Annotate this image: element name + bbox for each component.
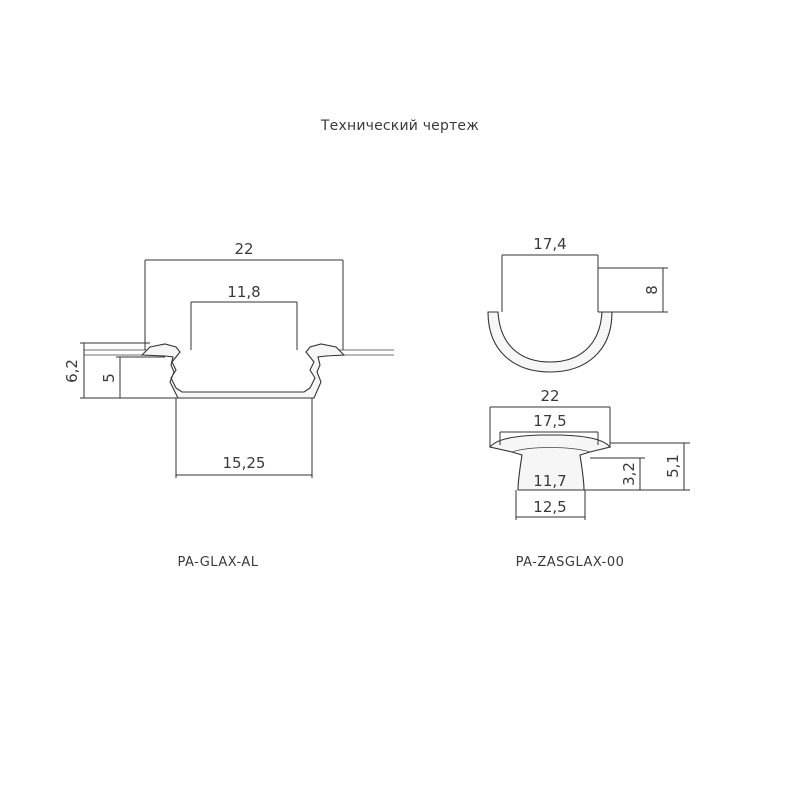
mounting-surface bbox=[84, 349, 394, 356]
caption-right: PA-ZASGLAX-00 bbox=[516, 555, 625, 570]
caption-left: PA-GLAX-AL bbox=[177, 555, 258, 570]
dim-top-width: 22 bbox=[234, 240, 253, 258]
dim-height-total: 6,2 bbox=[63, 359, 81, 383]
profile-cross-section bbox=[140, 343, 346, 399]
dim-cap-plug-width-top: 11,7 bbox=[533, 472, 566, 490]
diffuser-shape bbox=[487, 311, 613, 373]
dim-cap-plug-width-bottom: 12,5 bbox=[533, 498, 566, 516]
diffuser-cross-section: 17,4 8 bbox=[487, 235, 668, 373]
dim-cap-height-total: 5,1 bbox=[664, 454, 682, 478]
page-title: Технический чертеж bbox=[320, 118, 480, 134]
end-cap-shape bbox=[488, 434, 611, 491]
end-cap-cross-section: 22 17,5 11,7 12,5 5,1 3,2 PA-ZASGLAX-00 bbox=[488, 387, 690, 570]
dim-diffuser-width: 17,4 bbox=[533, 235, 566, 253]
dim-cap-height-plug: 3,2 bbox=[620, 462, 638, 486]
dim-bottom-width: 15,25 bbox=[223, 454, 266, 472]
dim-height-inner: 5 bbox=[100, 373, 118, 383]
dim-diffuser-height: 8 bbox=[643, 285, 661, 295]
profile-pa-glax-al: 22 11,8 15,25 6,2 5 PA-GLAX-AL bbox=[63, 240, 394, 570]
dim-inner-width: 11,8 bbox=[227, 283, 260, 301]
dim-cap-top-width: 22 bbox=[540, 387, 559, 405]
dim-cap-flange-width: 17,5 bbox=[533, 412, 566, 430]
